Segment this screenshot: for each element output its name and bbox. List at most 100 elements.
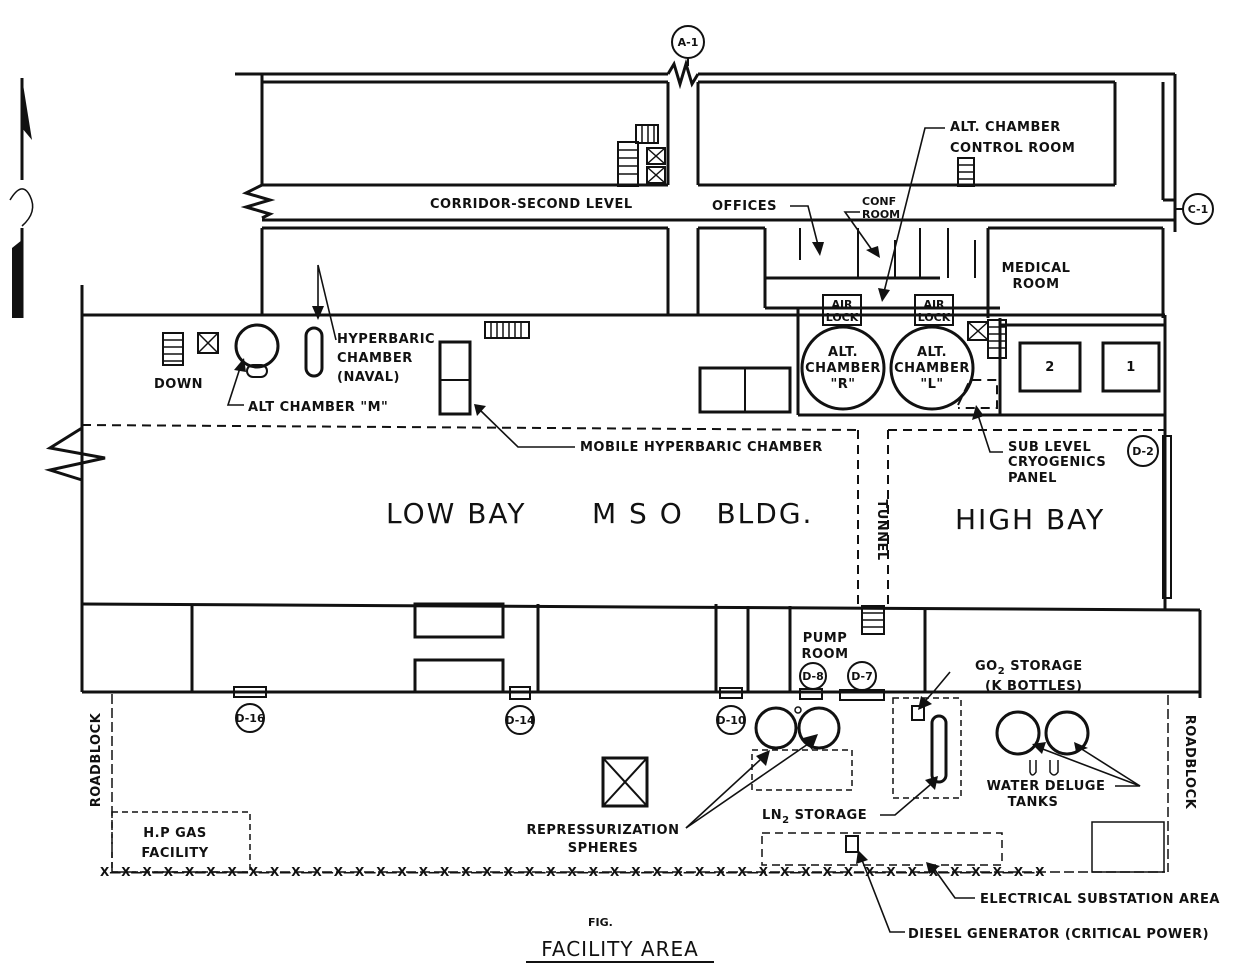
svg-text:C-1: C-1 [1188,203,1209,216]
alt-chamber-m-label: ALT CHAMBER "M" [248,400,388,415]
electrical-substation [761,821,1165,873]
repressurization-label: REPRESSURIZATION [527,823,680,838]
svg-text:CHAMBER: CHAMBER [894,361,970,376]
marker-d2: D-2 [1127,435,1172,599]
marker-d16: D-16 [233,686,267,733]
diesel-leader [856,850,905,933]
water-deluge-label: WATER DELUGE [987,779,1106,794]
low-bay-label: LOW BAY [386,497,527,530]
north-arrow-icon [9,78,34,318]
svg-text:ALT.: ALT. [828,345,858,360]
air-lock-r: AIR LOCK [822,294,862,326]
svg-text:1: 1 [1126,360,1136,375]
diesel-generator [845,835,859,853]
svg-text:CHAMBER: CHAMBER [805,361,881,376]
hyperbaric-chamber-naval [304,326,324,378]
equipment-boxes [698,366,792,414]
substation-leader [926,862,975,899]
figure-title: FACILITY AREA [541,937,699,961]
alt-chamber-l: ALT. CHAMBER "L" [889,325,975,411]
svg-text:D-10: D-10 [716,714,746,727]
repressurization-leader [685,734,818,829]
svg-text:D-16: D-16 [235,712,265,725]
mobile-hyperbaric-leader [474,404,575,448]
stair-icon [162,332,184,366]
alt-chamber-r: ALT. CHAMBER "R" [800,325,886,411]
air-lock-l: AIR LOCK [914,294,954,326]
svg-text:"L": "L" [920,377,943,392]
pad-2: 2 [1018,341,1082,393]
conf-room-label: ROOM [862,208,900,221]
main-building-outline [44,285,1202,698]
hyperbaric-label: HYPERBARIC [337,332,435,347]
marker-c1: C-1 [1175,193,1214,225]
ln2-leader [880,776,938,816]
stair-icon [617,124,659,187]
hyperbaric-leader [312,264,337,341]
svg-text:D-7: D-7 [851,670,873,683]
down-label: DOWN [154,377,203,392]
storage-crate [601,756,649,808]
stair-icon [861,605,885,635]
svg-text:ALT.: ALT. [917,345,947,360]
second-level-outline [235,58,1177,318]
k-bottles-label: (K BOTTLES) [985,679,1083,694]
stair-icon [957,157,975,187]
svg-text:X—X—X—X—X—X—X—X—X—X—X—X—X—X—X—: X—X—X—X—X—X—X—X—X—X—X—X—X—X—X—X—X—X—X—X—… [100,865,1045,879]
pad-1: 1 [1101,341,1161,393]
mobile-hyperbaric-chamber [438,340,472,416]
ln2-storage-tank [930,714,948,784]
substation-label: ELECTRICAL SUBSTATION AREA [980,892,1220,907]
water-deluge-tanks [995,710,1090,776]
mso-bldg-label: M S O BLDG. [592,497,813,530]
cryogenics-label: PANEL [1008,471,1057,486]
mobile-hyperbaric-label: MOBILE HYPERBARIC CHAMBER [580,440,823,455]
marker-d14: D-14 [505,686,535,735]
svg-text:A-1: A-1 [678,36,699,49]
svg-text:D-8: D-8 [802,670,824,683]
ln2-storage-label: LN2 STORAGE [762,808,867,826]
elevator-icon [197,332,219,354]
marker-a1: A-1 [671,25,705,66]
svg-text:AIR: AIR [923,298,945,311]
roadblock-right-label: ROADBLOCK [1182,715,1197,810]
alt-chamber-m-leader [226,358,246,406]
grating-icon [484,321,530,339]
diesel-label: DIESEL GENERATOR (CRITICAL POWER) [908,927,1209,942]
medical-room-label: ROOM [1012,277,1059,292]
repressurization-spheres [751,706,853,791]
cryogenics-label: SUB LEVEL [1008,440,1091,455]
control-room-leader [878,127,945,302]
medical-room-label: MEDICAL [1002,261,1071,276]
alt-chamber-m [234,323,280,378]
high-bay-label: HIGH BAY [955,503,1105,536]
control-room-label: ALT. CHAMBER [950,120,1061,135]
svg-text:LOCK: LOCK [826,311,859,324]
roadblock-left-label: ROADBLOCK [89,712,104,807]
hp-gas-facility: H.P GAS FACILITY [111,811,251,873]
svg-text:H.P GAS: H.P GAS [143,826,206,841]
water-deluge-label: TANKS [1008,795,1059,810]
svg-text:LOCK: LOCK [918,311,951,324]
cryogenics-panel [957,379,998,409]
conf-room-leader [843,211,880,258]
marker-d10: D-10 [716,687,746,735]
repressurization-label: SPHERES [568,841,638,856]
offices-leader [790,205,824,256]
water-deluge-leader [1032,742,1141,787]
offices-label: OFFICES [712,199,777,214]
svg-text:AIR: AIR [831,298,853,311]
go2-storage-label: GO2 STORAGE [975,659,1083,677]
corridor-label: CORRIDOR-SECOND LEVEL [430,197,633,212]
svg-text:FACILITY: FACILITY [141,846,208,861]
tunnel-label: TUNNEL [874,499,889,560]
conf-room-label: CONF [862,195,896,208]
figure-label: FIG. [588,916,613,929]
go2-storage [892,697,962,799]
fence-icon: X—X—X—X—X—X—X—X—X—X—X—X—X—X—X—X—X—X—X—X—… [100,694,1169,879]
pump-room-label: ROOM [801,647,848,662]
elevator-icon [646,147,666,184]
marker-d7: D-7 [839,661,885,701]
pump-room-label: PUMP [803,631,848,646]
